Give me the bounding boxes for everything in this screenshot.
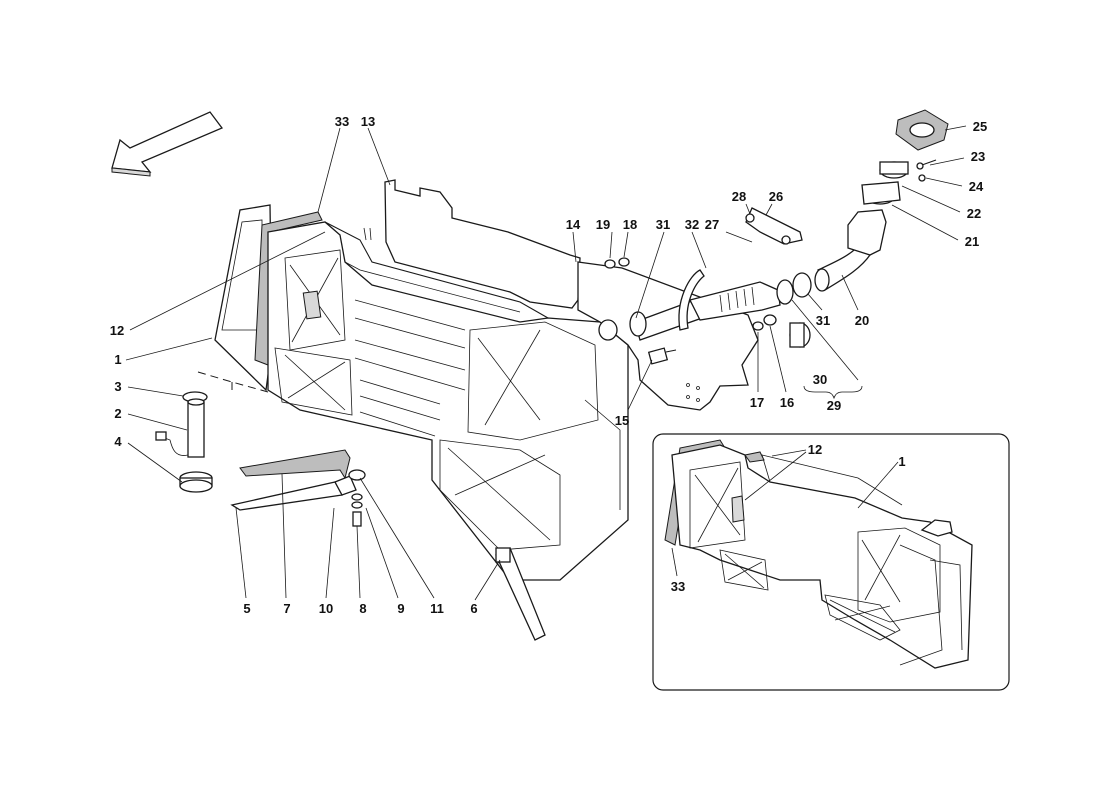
callout-33-inset: 33 <box>671 579 685 594</box>
fuel-tank-main <box>197 204 629 581</box>
callout-26: 26 <box>769 189 783 204</box>
callout-16: 16 <box>780 395 794 410</box>
inset-detail-box <box>652 433 1010 691</box>
fuel-filler-hose <box>598 109 949 365</box>
callout-1-inset: 1 <box>898 454 905 469</box>
callout-6: 6 <box>470 601 477 616</box>
callout-14: 14 <box>566 217 581 232</box>
callout-20: 20 <box>855 313 869 328</box>
fuel-pump-assembly <box>155 391 213 493</box>
direction-arrow-icon <box>111 111 224 177</box>
callout-27: 27 <box>705 217 719 232</box>
callout-11: 11 <box>430 601 444 616</box>
callout-5: 5 <box>243 601 250 616</box>
callout-17: 17 <box>750 395 764 410</box>
callout-32: 32 <box>685 217 699 232</box>
callout-3: 3 <box>114 379 121 394</box>
callout-33: 33 <box>335 114 349 129</box>
callout-12: 12 <box>110 323 124 338</box>
callout-19: 19 <box>596 217 610 232</box>
callout-1: 1 <box>114 352 121 367</box>
callout-31b: 31 <box>816 313 830 328</box>
callout-8: 8 <box>359 601 366 616</box>
callout-9: 9 <box>397 601 404 616</box>
callout-29: 29 <box>827 398 841 413</box>
callout-15: 15 <box>615 413 629 428</box>
callout-12-inset: 12 <box>808 442 822 457</box>
callout-2: 2 <box>114 406 121 421</box>
callout-24: 24 <box>969 179 984 194</box>
callout-25: 25 <box>973 119 987 134</box>
callout-10: 10 <box>319 601 333 616</box>
callout-23: 23 <box>971 149 985 164</box>
tank-straps <box>230 449 546 641</box>
leader-lines <box>125 125 967 601</box>
callout-31: 31 <box>656 217 670 232</box>
callout-7: 7 <box>283 601 290 616</box>
callout-22: 22 <box>967 206 981 221</box>
callout-21: 21 <box>965 234 979 249</box>
callout-28: 28 <box>732 189 746 204</box>
callout-18: 18 <box>623 217 637 232</box>
callout-30: 30 <box>813 372 827 387</box>
callout-4: 4 <box>114 434 122 449</box>
callout-13: 13 <box>361 114 375 129</box>
callout-labels: 33 13 14 19 18 31 32 27 28 26 25 23 24 2… <box>110 114 987 616</box>
